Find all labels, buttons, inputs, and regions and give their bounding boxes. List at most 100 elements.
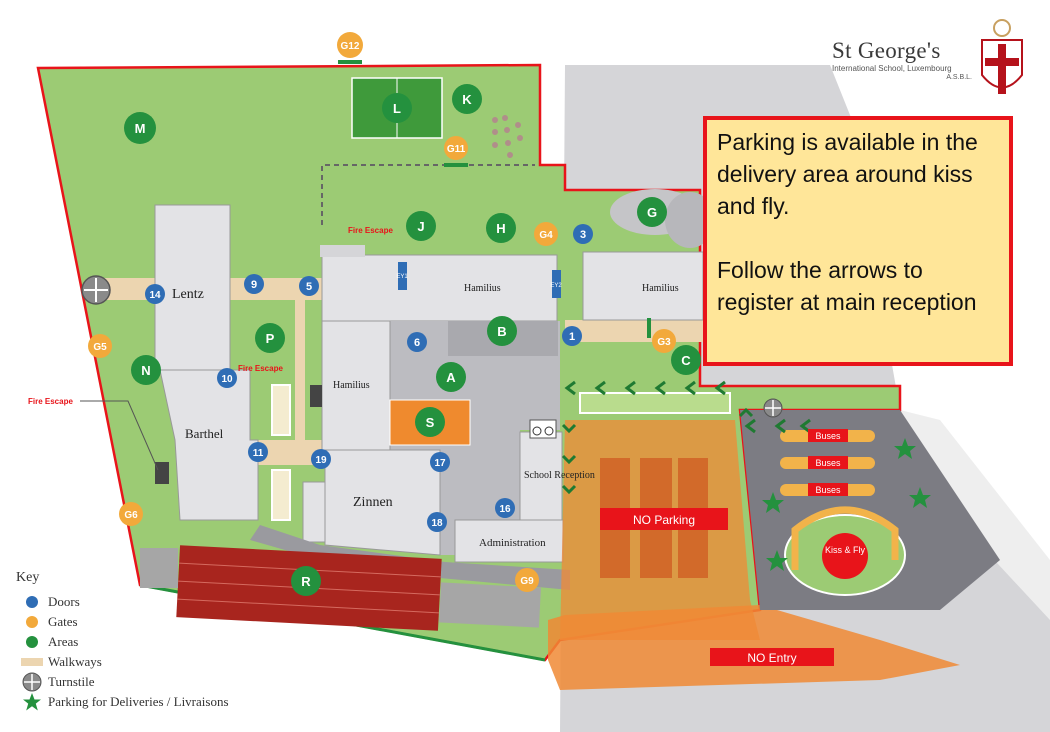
central-plaza [390, 321, 560, 555]
door-14-label: 14 [149, 290, 161, 301]
area-r-marker[interactable]: R [291, 566, 321, 596]
area-g-label: G [647, 205, 657, 220]
delivery-parking-stars [762, 438, 931, 571]
door-18-marker[interactable]: 18 [427, 512, 447, 532]
key-row-doors: Doors [16, 592, 229, 612]
zinnen-annex [302, 481, 326, 543]
school-crest-icon [981, 19, 1023, 94]
star-icon [766, 550, 788, 571]
area-p-marker[interactable]: P [255, 323, 285, 353]
area-m-marker[interactable]: M [124, 112, 156, 144]
area-b-label: B [497, 324, 506, 339]
planter-1 [271, 384, 291, 436]
school-name: St George's [832, 38, 941, 63]
door-10-marker[interactable]: 10 [217, 368, 237, 388]
gate-g6-label: G6 [124, 510, 138, 521]
gate-dot-icon [26, 616, 38, 628]
gate-g11-marker[interactable]: G11 [444, 136, 468, 160]
area-c-marker[interactable]: C [671, 345, 701, 375]
door-1-label: 1 [569, 331, 575, 343]
hamilius-main-building [321, 254, 558, 322]
key-label-doors: Doors [48, 594, 80, 609]
area-l-label: L [393, 101, 401, 116]
playground-k-stones [492, 115, 523, 158]
gate-g3-marker[interactable]: G3 [652, 329, 676, 353]
area-j-label: J [417, 219, 424, 234]
area-j-marker[interactable]: J [406, 211, 436, 241]
map-markers: 1 3 5 6 9 10 11 14 16 17 18 19 G3 G4 G5 … [88, 32, 701, 596]
turnstile-icon [22, 672, 42, 692]
key-label-areas: Areas [48, 634, 79, 649]
door-dot-icon [26, 596, 38, 608]
buses-sign-2 [808, 456, 848, 469]
kiss-fly-text: Kiss & Fly [825, 545, 866, 555]
gate-g5-label: G5 [93, 342, 107, 353]
area-n-marker[interactable]: N [131, 355, 161, 385]
gate-g11-bar [444, 163, 468, 167]
planter-3 [579, 392, 731, 414]
buses-label: Buses [815, 431, 841, 441]
parking-info-box: Parking is available in the delivery are… [703, 116, 1013, 366]
key-label-gates: Gates [48, 614, 78, 629]
gate-g12-bar [338, 60, 362, 64]
gate-g5-marker[interactable]: G5 [88, 334, 112, 358]
area-b-marker[interactable]: B [487, 316, 517, 346]
area-s-label: S [426, 415, 435, 430]
kiss-fly-loop-arrow [791, 506, 899, 570]
area-n-label: N [141, 363, 150, 378]
key-row-areas: Areas [16, 632, 229, 652]
area-h-label: H [496, 221, 505, 236]
area-k-marker[interactable]: K [452, 84, 482, 114]
door-1-marker[interactable]: 1 [562, 326, 582, 346]
key-title: Key [16, 570, 40, 585]
area-h-marker[interactable]: H [486, 213, 516, 243]
gate-g9-marker[interactable]: G9 [515, 568, 539, 592]
area-k-label: K [462, 92, 472, 107]
fire-escape-stairs [155, 385, 322, 484]
door-3-marker[interactable]: 3 [573, 224, 593, 244]
bicycle-icon [529, 419, 557, 439]
door-17-marker[interactable]: 17 [430, 452, 450, 472]
key-label-walkways: Walkways [48, 654, 102, 669]
fire-escape-label: Fire Escape [28, 397, 73, 406]
walkway-bar-icon [21, 658, 43, 666]
fire-escape-label: Fire Escape [238, 364, 283, 373]
area-l-marker[interactable]: L [382, 93, 412, 123]
info-parking-text: Parking is available in the delivery are… [717, 129, 978, 219]
school-asbl: A.S.B.L. [946, 74, 972, 81]
kiss-fly-label: Kiss & Fly [825, 545, 866, 555]
direction-arrows [561, 380, 811, 495]
no-entry-road-overlay [548, 605, 960, 690]
no-entry-sign [710, 648, 834, 666]
gate-g6-marker[interactable]: G6 [119, 502, 143, 526]
area-s-marker[interactable]: S [415, 407, 445, 437]
door-11-label: 11 [253, 448, 264, 459]
school-reception-building [519, 431, 563, 521]
door-9-marker[interactable]: 9 [244, 274, 264, 294]
door-17-label: 17 [434, 458, 446, 469]
gate-g9-label: G9 [520, 576, 534, 587]
gate-g4-marker[interactable]: G4 [534, 222, 558, 246]
area-a-marker[interactable]: A [436, 362, 466, 392]
door-11-marker[interactable]: 11 [248, 442, 268, 462]
star-icon [894, 438, 916, 459]
area-g-marker[interactable]: G [637, 197, 667, 227]
area-a-label: A [446, 370, 456, 385]
gate-g11-label: G11 [447, 144, 466, 155]
star-icon [909, 487, 931, 508]
door-14-marker[interactable]: 14 [145, 284, 165, 304]
door-5-marker[interactable]: 5 [299, 276, 319, 296]
administration-label: Administration [479, 537, 546, 549]
barthel-label: Barthel [185, 426, 224, 441]
turnstile-icon [81, 275, 111, 305]
door-19-marker[interactable]: 19 [311, 449, 331, 469]
gate-g12-marker[interactable]: G12 [337, 32, 363, 58]
door-3-label: 3 [580, 229, 586, 241]
door-16-marker[interactable]: 16 [495, 498, 515, 518]
key-label-delivery-parking: Parking for Deliveries / Livraisons [48, 694, 229, 709]
key-row-delivery-parking: Parking for Deliveries / Livraisons [16, 692, 229, 712]
door-6-marker[interactable]: 6 [407, 332, 427, 352]
door-18-label: 18 [431, 518, 443, 529]
bicycle-wheel [532, 426, 542, 436]
